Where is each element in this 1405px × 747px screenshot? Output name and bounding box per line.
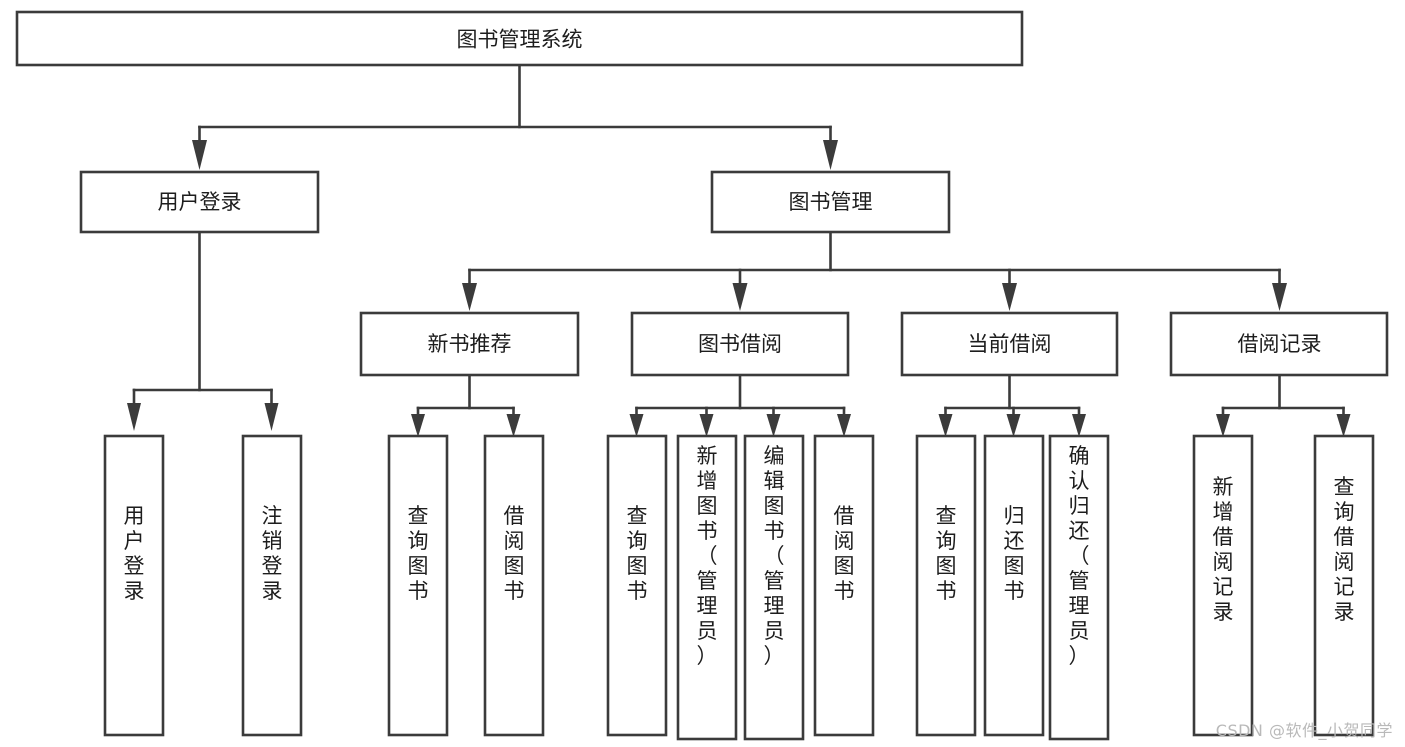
node-label-leaf-borrow-book-1: 借阅图书 (504, 504, 525, 603)
node-leaf-borrow-book-2[interactable]: 借阅图书 (813, 434, 875, 737)
arrow-head-new-book-recommend (462, 283, 477, 311)
arrow-head-leaf-confirm-return (1072, 414, 1086, 437)
arrow-head-book-borrow (732, 283, 748, 311)
node-leaf-query-book-2[interactable]: 查询图书 (606, 434, 668, 737)
node-box[interactable] (743, 434, 805, 741)
node-leaf-confirm-return[interactable]: 确认归还（管理员） (1048, 434, 1110, 741)
connector-borrow-record-to-leaves (1216, 373, 1351, 437)
watermark-label: CSDN @软件_小贺同学 (1215, 721, 1393, 740)
node-box[interactable] (1169, 311, 1389, 377)
connector-root-to-level2 (192, 63, 838, 170)
node-label-leaf-query-book-3: 查询图书 (936, 504, 957, 603)
node-leaf-logout-login[interactable]: 注销登录 (241, 434, 303, 737)
node-label-leaf-return-book: 归还图书 (1004, 504, 1025, 603)
arrow-head-current-borrow (1002, 283, 1017, 311)
node-box[interactable] (79, 170, 320, 234)
node-box[interactable] (15, 10, 1024, 67)
node-label-root: 图书管理系统 (457, 28, 583, 52)
arrow-head-leaf-return-book (1006, 414, 1021, 437)
node-new-book-recommend[interactable]: 新书推荐 (359, 311, 580, 377)
node-book-borrow[interactable]: 图书借阅 (630, 311, 850, 377)
node-box[interactable] (900, 311, 1119, 377)
node-box[interactable] (103, 434, 165, 737)
node-label-leaf-user-login: 用户登录 (124, 504, 145, 603)
node-label-leaf-logout-login: 注销登录 (262, 504, 283, 603)
node-label-new-book-recommend: 新书推荐 (428, 332, 512, 356)
node-box[interactable] (387, 434, 449, 737)
arrow-head-leaf-borrow-book-2 (837, 414, 851, 437)
node-label-leaf-borrow-book-2: 借阅图书 (834, 504, 855, 603)
node-leaf-edit-book[interactable]: 编辑图书（管理员） (743, 434, 805, 741)
node-leaf-user-login[interactable]: 用户登录 (103, 434, 165, 737)
arrow-head-leaf-query-book-1 (411, 414, 425, 437)
node-box[interactable] (483, 434, 545, 737)
connector-book-management-to-level3 (462, 230, 1287, 311)
node-box[interactable] (983, 434, 1045, 737)
node-label-leaf-add-book: 新增图书（管理员） (697, 444, 718, 668)
connector-current-borrow-to-leaves (938, 373, 1086, 437)
node-label-book-borrow: 图书借阅 (698, 332, 782, 356)
arrow-head-borrow-record (1272, 283, 1287, 311)
arrow-head-leaf-query-record (1336, 414, 1351, 437)
arrow-head-leaf-query-book-2 (629, 414, 644, 437)
node-box[interactable] (359, 311, 580, 377)
node-leaf-return-book[interactable]: 归还图书 (983, 434, 1045, 737)
node-box[interactable] (606, 434, 668, 737)
arrow-head-user-login (192, 140, 207, 170)
node-root[interactable]: 图书管理系统 (15, 10, 1024, 67)
arrow-head-leaf-logout-login (264, 403, 279, 431)
node-label-leaf-query-book-2: 查询图书 (627, 504, 648, 603)
arrow-head-leaf-query-book-3 (938, 414, 953, 437)
arrow-head-leaf-user-login (127, 403, 141, 431)
arrow-head-leaf-add-book (699, 414, 714, 437)
node-leaf-add-book[interactable]: 新增图书（管理员） (676, 434, 738, 741)
node-label-leaf-query-record: 查询借阅记录 (1334, 475, 1355, 624)
node-box[interactable] (676, 434, 738, 741)
node-label-borrow-record: 借阅记录 (1238, 332, 1322, 356)
node-box[interactable] (1048, 434, 1110, 741)
node-user-login[interactable]: 用户登录 (79, 170, 320, 234)
node-label-user-login: 用户登录 (158, 190, 242, 214)
node-box[interactable] (813, 434, 875, 737)
arrow-head-book-management (823, 140, 838, 170)
node-current-borrow[interactable]: 当前借阅 (900, 311, 1119, 377)
node-leaf-query-book-1[interactable]: 查询图书 (387, 434, 449, 737)
node-box[interactable] (1192, 434, 1254, 737)
node-label-leaf-confirm-return: 确认归还（管理员） (1069, 444, 1090, 668)
arrow-head-leaf-borrow-book-1 (506, 414, 521, 437)
node-box[interactable] (710, 170, 951, 234)
node-leaf-query-book-3[interactable]: 查询图书 (915, 434, 977, 737)
node-leaf-add-record[interactable]: 新增借阅记录 (1192, 434, 1254, 737)
arrow-head-leaf-add-record (1216, 414, 1230, 437)
arrow-head-leaf-edit-book (766, 414, 781, 437)
node-label-leaf-query-book-1: 查询图书 (408, 504, 429, 603)
node-box[interactable] (241, 434, 303, 737)
node-box[interactable] (630, 311, 850, 377)
node-box[interactable] (915, 434, 977, 737)
node-leaf-borrow-book-1[interactable]: 借阅图书 (483, 434, 545, 737)
connector-book-borrow-to-leaves (629, 373, 851, 437)
node-book-management[interactable]: 图书管理 (710, 170, 951, 234)
node-leaf-query-record[interactable]: 查询借阅记录 (1313, 434, 1375, 737)
node-label-current-borrow: 当前借阅 (968, 332, 1052, 356)
node-borrow-record[interactable]: 借阅记录 (1169, 311, 1389, 377)
connector-new-book-recommend-to-leaves (411, 373, 521, 437)
node-label-leaf-edit-book: 编辑图书（管理员） (764, 444, 785, 668)
node-box[interactable] (1313, 434, 1375, 737)
node-label-book-management: 图书管理 (789, 190, 873, 214)
connector-user-login-to-leaves (127, 230, 279, 431)
node-label-leaf-add-record: 新增借阅记录 (1213, 475, 1234, 624)
